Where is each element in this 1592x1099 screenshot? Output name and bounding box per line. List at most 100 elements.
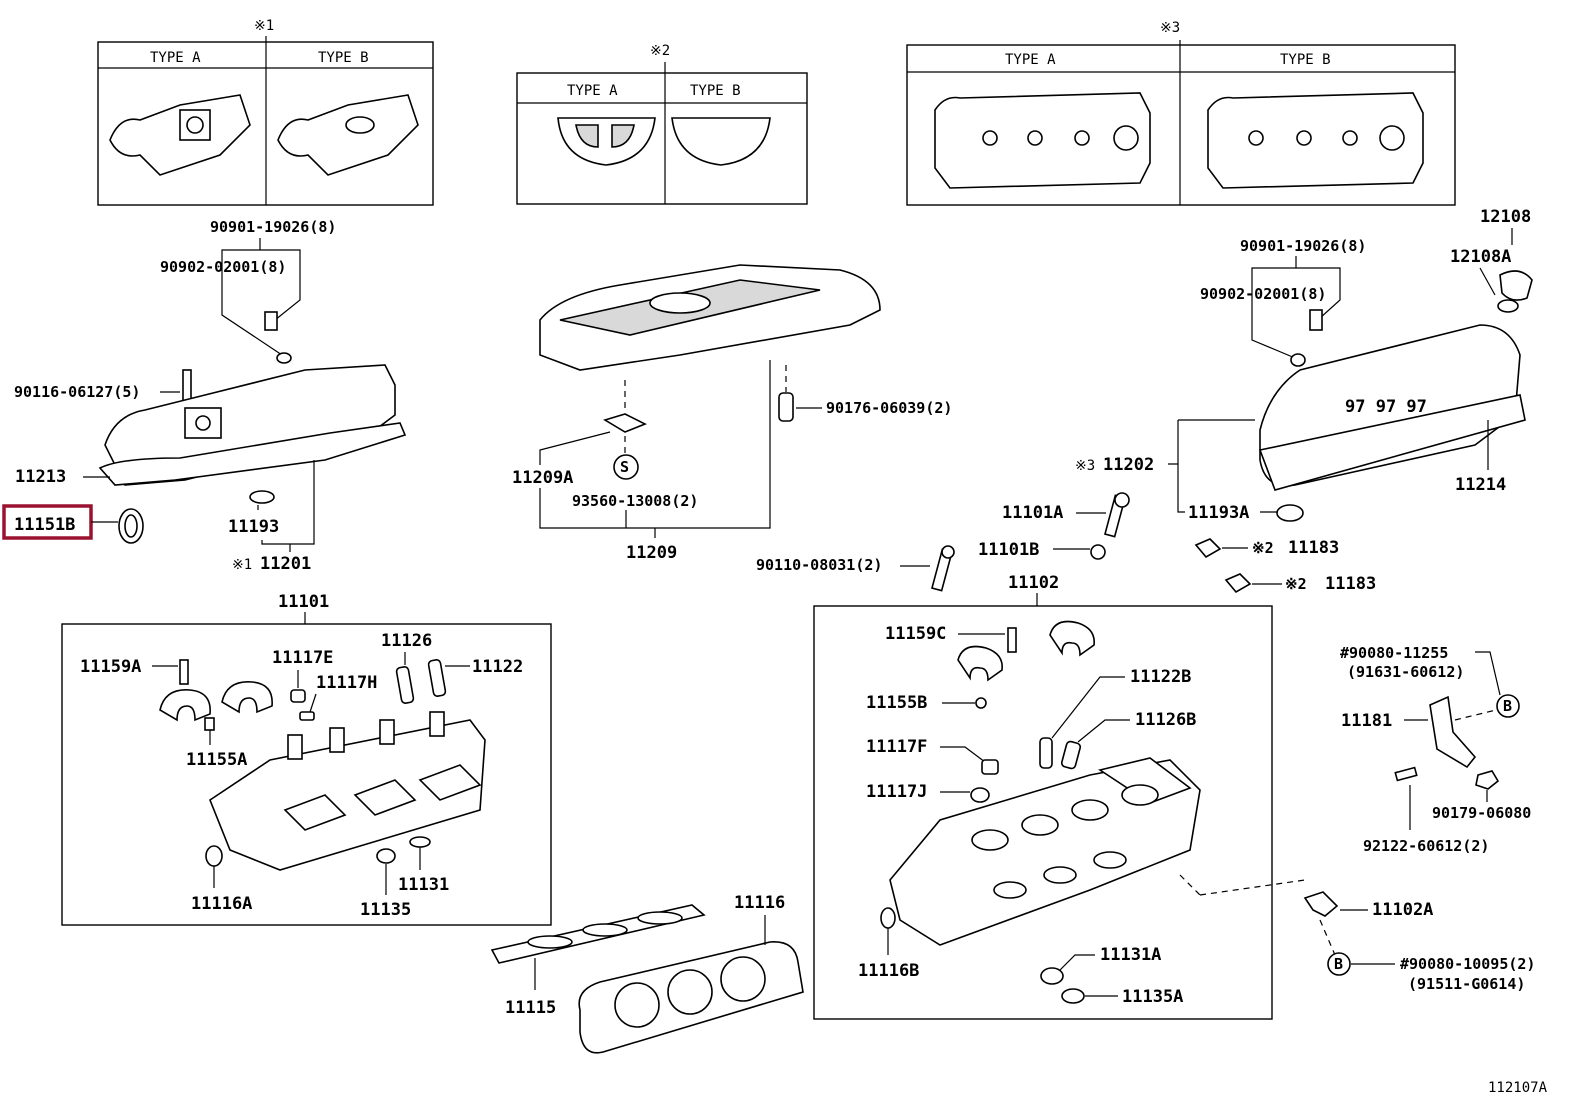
label-11202: 11202 bbox=[1103, 455, 1154, 475]
inset-1-hole-a bbox=[186, 116, 204, 134]
clip-11209a bbox=[603, 413, 647, 433]
inset-1-mark: ※1 bbox=[254, 18, 274, 34]
label-93560: 93560-13008(2) bbox=[572, 492, 698, 510]
label-92122: 92122-60612(2) bbox=[1363, 837, 1489, 855]
label-11135a: 11135A bbox=[1122, 987, 1183, 1007]
label-11116b: 11116B bbox=[858, 961, 919, 981]
right-cylinder-head-assembly: 11102 11159C 11155B 11122B 11126B 11117F… bbox=[813, 573, 1273, 1020]
mark-11183-b: ※2 bbox=[1285, 575, 1307, 593]
label-11151b[interactable]: 11151B bbox=[14, 515, 75, 535]
label-11155a: 11155A bbox=[186, 750, 247, 770]
inset-1-cover-b bbox=[277, 94, 419, 176]
label-11122b: 11122B bbox=[1130, 667, 1191, 687]
cap-11159a-1 bbox=[159, 689, 211, 722]
inset-1-hole-b bbox=[345, 116, 375, 134]
inset-2-seal-a bbox=[557, 117, 656, 166]
callout-b1-circle bbox=[1496, 694, 1520, 718]
label-11102a: 11102A bbox=[1372, 900, 1433, 920]
label-11181: 11181 bbox=[1341, 711, 1392, 731]
left-head-port-1 bbox=[283, 794, 347, 831]
label-11116a: 11116A bbox=[191, 894, 252, 914]
left-head-cam-tower-2 bbox=[329, 727, 345, 753]
inset-3-cap-a bbox=[1113, 125, 1139, 151]
seal-11116a bbox=[205, 845, 223, 867]
inset-1: ※1 TYPE A TYPE B bbox=[97, 18, 434, 206]
label-11159c: 11159C bbox=[885, 624, 946, 644]
callout-b1: B bbox=[1503, 697, 1512, 715]
label-11193a: 11193A bbox=[1188, 503, 1249, 523]
plug-11117j bbox=[970, 787, 990, 803]
left-head-cam-tower-1 bbox=[287, 734, 303, 760]
label-90902-left: 90902-02001(8) bbox=[160, 258, 286, 276]
label-11183-a: 11183 bbox=[1288, 538, 1339, 558]
inset-2-type-a: TYPE A bbox=[567, 83, 618, 99]
label-11193: 11193 bbox=[228, 517, 279, 537]
inset-3-type-a: TYPE A bbox=[1005, 52, 1056, 68]
bracket-11181 bbox=[1429, 695, 1477, 769]
grommet-bolt-right bbox=[1309, 309, 1323, 331]
left-head-cam-tower-3 bbox=[379, 719, 395, 745]
right-head-cover-assembly: 90901-19026(8) 90902-02001(8) 12108 1210… bbox=[1075, 207, 1533, 523]
left-head-cam-tower-4 bbox=[429, 711, 445, 737]
inset-2-mark: ※2 bbox=[650, 43, 670, 59]
diagram-code: 112107A bbox=[1488, 1080, 1548, 1096]
label-91511: (91511-G0614) bbox=[1408, 975, 1525, 993]
bolt-11159a bbox=[179, 659, 189, 685]
inset-2: ※2 TYPE A TYPE B bbox=[516, 43, 808, 205]
plug-11101b bbox=[1090, 544, 1106, 560]
callout-s: S bbox=[620, 458, 629, 476]
inset-2-seal-a-window bbox=[575, 124, 635, 148]
label-11117f: 11117F bbox=[866, 737, 927, 757]
plug-11131a bbox=[1040, 967, 1064, 985]
left-cylinder-head-assembly: 11101 11159A 11155A 11117E 11117H 11126 … bbox=[61, 592, 552, 926]
gasket-11193 bbox=[249, 490, 275, 504]
label-11135: 11135 bbox=[360, 900, 411, 920]
label-11159a: 11159A bbox=[80, 657, 141, 677]
label-11122: 11122 bbox=[472, 657, 523, 677]
label-11131: 11131 bbox=[398, 875, 449, 895]
label-11209a: 11209A bbox=[512, 468, 573, 488]
inset-3-cover-b bbox=[1207, 92, 1424, 189]
label-11116: 11116 bbox=[734, 893, 785, 913]
mark-11202: ※3 bbox=[1075, 458, 1095, 474]
inset-2-type-b: TYPE B bbox=[690, 83, 741, 99]
label-12108: 12108 bbox=[1480, 207, 1531, 227]
plug-11117h bbox=[299, 711, 315, 721]
stud-92122 bbox=[1394, 766, 1418, 782]
label-90116: 90116-06127(5) bbox=[14, 383, 140, 401]
engine-cover-emblem bbox=[649, 292, 711, 314]
label-90179: 90179-06080 bbox=[1432, 804, 1531, 822]
nut-90179 bbox=[1475, 770, 1500, 790]
label-90080-a: #90080-11255 bbox=[1340, 644, 1448, 662]
label-11117h: 11117H bbox=[316, 673, 377, 693]
pin-11155a bbox=[204, 717, 215, 731]
inset-2-seal-b bbox=[671, 117, 771, 166]
callout-b2-circle bbox=[1327, 952, 1351, 976]
inset-1-type-b: TYPE B bbox=[318, 50, 369, 66]
callout-b2: B bbox=[1334, 955, 1343, 973]
cap-11159a-2 bbox=[221, 681, 273, 714]
left-head-cover-assembly: 90901-19026(8) 90902-02001(8) 90116-0612… bbox=[2, 218, 407, 574]
oil-filler-cap bbox=[1499, 270, 1533, 301]
label-11101: 11101 bbox=[278, 592, 329, 612]
left-head-port-2 bbox=[353, 779, 417, 816]
label-11126b: 11126B bbox=[1135, 710, 1196, 730]
label-11101b: 11101B bbox=[978, 540, 1039, 560]
label-90110: 90110-08031(2) bbox=[756, 556, 882, 574]
label-90901-right: 90901-19026(8) bbox=[1240, 237, 1366, 255]
right-cylinder-head bbox=[889, 759, 1201, 946]
sensor-11102a bbox=[1303, 891, 1339, 917]
label-91631: (91631-60612) bbox=[1347, 663, 1464, 681]
gasket-11135a bbox=[1061, 988, 1085, 1004]
label-11183-b: 11183 bbox=[1325, 574, 1376, 594]
right-head-cover-gasket bbox=[1258, 394, 1526, 491]
label-90080-b: #90080-10095(2) bbox=[1400, 955, 1535, 973]
label-11115: 11115 bbox=[505, 998, 556, 1018]
inset-3-type-b: TYPE B bbox=[1280, 52, 1331, 68]
pin-11155b bbox=[975, 697, 987, 709]
plug-11117f bbox=[981, 759, 999, 775]
label-90176: 90176-06039(2) bbox=[826, 399, 952, 417]
label-90901-left: 90901-19026(8) bbox=[210, 218, 336, 236]
inset-3-cover-a bbox=[934, 92, 1151, 189]
cover-lettering: 97 97 97 bbox=[1345, 397, 1427, 417]
